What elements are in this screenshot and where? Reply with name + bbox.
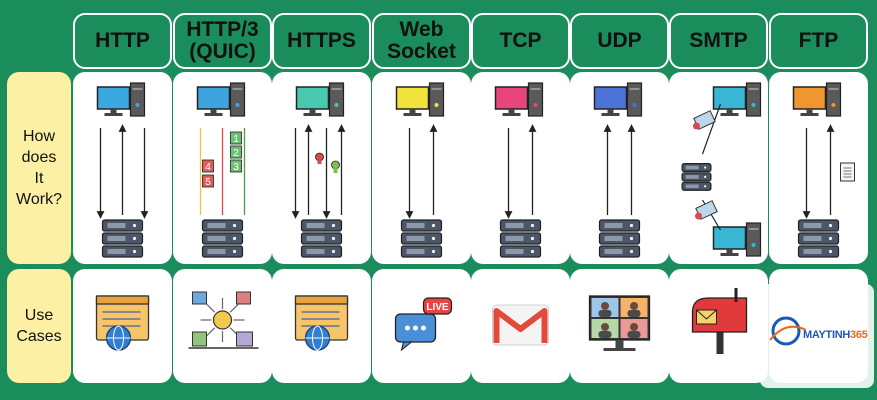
computer-icon (593, 82, 643, 117)
computer-icon (712, 82, 762, 117)
header-cell-tcp: TCP (471, 13, 570, 69)
stream-packet (202, 174, 214, 188)
computer-icon (96, 82, 146, 117)
header-cell-smtp: SMTP (669, 13, 768, 69)
server-icon (499, 219, 542, 258)
computer-icon (196, 82, 246, 117)
computer-icon (494, 82, 544, 117)
mailbox-icon (691, 288, 748, 354)
stream-number: 1 (233, 134, 239, 145)
computer-icon (295, 82, 345, 117)
header-cell-http3-quic: HTTP/3 (QUIC) (173, 13, 272, 69)
computer-icon (712, 222, 762, 257)
video-conference-icon (588, 295, 651, 351)
server-icon (797, 219, 840, 258)
watermark-brand: MAYTINH (803, 329, 850, 341)
stream-number: 5 (205, 177, 211, 188)
stream-packet (230, 131, 242, 145)
server-icon (598, 219, 641, 258)
server-icon (400, 219, 443, 258)
server-icon (201, 219, 244, 258)
stream-packet (230, 159, 242, 173)
gmail-icon (492, 304, 549, 346)
row-label-use-cases: Use Cases (7, 269, 71, 383)
computer-icon (792, 82, 842, 117)
stream-packet (230, 145, 242, 159)
server-icon (681, 163, 712, 191)
header-cell-ftp: FTP (769, 13, 868, 69)
header-cell-websocket: Web Socket (372, 13, 471, 69)
mail-icon (695, 200, 718, 220)
lock-icon (315, 152, 324, 164)
flow-line (701, 103, 722, 155)
document-icon (840, 162, 855, 182)
live-badge-text: LIVE (426, 302, 449, 313)
header-cell-https: HTTPS (272, 13, 371, 69)
stream-number: 4 (205, 162, 211, 173)
stream-number: 3 (233, 162, 239, 173)
stream-packet (202, 159, 214, 173)
key-icon (331, 160, 340, 173)
computer-icon (395, 82, 445, 117)
mail-icon (693, 110, 716, 130)
watermark-num: 365 (850, 329, 868, 341)
server-icon (101, 219, 144, 258)
header-cell-http: HTTP (73, 13, 172, 69)
server-icon (300, 219, 343, 258)
watermark-text: MAYTINH365 (803, 329, 868, 341)
browser-globe-icon (294, 295, 349, 351)
stream-number: 2 (233, 148, 239, 159)
header-cell-udp: UDP (570, 13, 669, 69)
row-label-how-it-works: How does It Work? (7, 72, 71, 264)
iot-network-icon (188, 291, 259, 349)
live-chat-icon: LIVE (394, 297, 453, 352)
browser-globe-icon (95, 295, 150, 351)
